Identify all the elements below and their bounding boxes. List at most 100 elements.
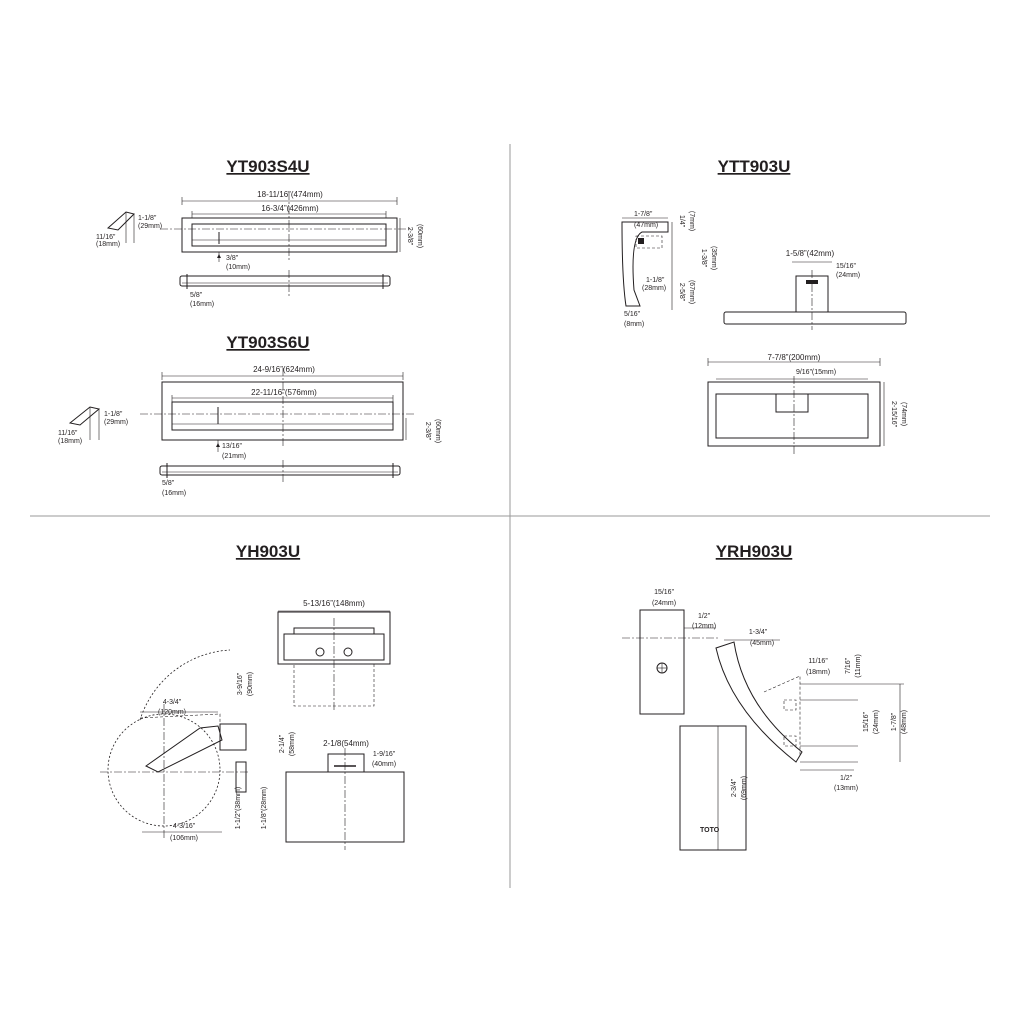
title-ytt903u: YTT903U — [718, 157, 791, 176]
dim-overall: 18-11/16”(474mm) — [257, 190, 323, 199]
dim-lip-mm: (29mm) — [104, 419, 128, 426]
dim-total-mm: (48mm) — [901, 710, 908, 734]
dim-mid-mm: (24mm) — [873, 710, 880, 734]
dim-offset-mm: (10mm) — [226, 264, 250, 271]
dim-base-in: 4-3/16” — [173, 823, 196, 830]
hook-profile — [715, 641, 803, 763]
dim-inner: 16-3/4”(426mm) — [261, 204, 319, 213]
dim-bar-mm: (16mm) — [162, 490, 186, 497]
dim-bar-mm: (16mm) — [190, 301, 214, 308]
dim-side-mm: (18mm) — [96, 241, 120, 248]
logo-toto: TOTO — [700, 827, 720, 834]
shelf-top-view — [179, 275, 391, 287]
shelf-top-view — [159, 465, 401, 476]
dim-overall: 24-9/16”(624mm) — [253, 365, 315, 374]
dim-lip-in: 1-1/8” — [138, 215, 157, 222]
dim-rise-in: 3-9/16” — [237, 672, 244, 695]
dim-neck-in: 15/16” — [836, 263, 857, 270]
dim-inner: 22-11/16”(576mm) — [251, 388, 317, 397]
dim-side-in: 11/16” — [58, 430, 78, 437]
dim-neck-mm: (24mm) — [836, 272, 860, 279]
dim-depth-in: 2-5/8” — [678, 283, 685, 302]
dim-mid-in: 15/16” — [863, 711, 870, 732]
hook-front-plate — [679, 725, 747, 851]
dim-ring-h-mm: (74mm) — [900, 402, 907, 426]
dim-height-in: 2-3/8” — [406, 227, 413, 246]
panel-yt903s4u: YT903S4U 18-11/16”(474mm) 16-3/4”(426mm)… — [96, 157, 423, 308]
dim-offset-in: 3/8” — [226, 255, 239, 262]
shelf-side-profile — [106, 211, 135, 231]
dim-lip-in: 1-1/8” — [104, 411, 123, 418]
title-yh903u: YH903U — [236, 542, 300, 561]
dim-base-mm: (8mm) — [624, 321, 644, 328]
dim-back-mm: (40mm) — [372, 761, 396, 768]
hook-side-plate — [639, 609, 685, 715]
holder-arm — [145, 725, 223, 773]
dim-back-width: 2-1/8(54mm) — [323, 739, 369, 748]
dim-drop-mm: (58mm) — [289, 732, 296, 756]
dim-side-mm: (18mm) — [58, 438, 82, 445]
towel-ring-top-bar — [723, 311, 907, 325]
dim-ring-h-in: 2-15/16” — [890, 401, 897, 428]
dim-top-mm: (11mm) — [855, 654, 862, 678]
towel-ring-side-view — [621, 221, 669, 307]
dim-top-mm: (7mm) — [688, 211, 695, 231]
dim-back-in: 1-9/16” — [373, 751, 396, 758]
title-yt903s6u: YT903S6U — [226, 333, 309, 352]
title-yt903s4u: YT903S4U — [226, 157, 309, 176]
dim-base-in: 5/16” — [624, 311, 641, 318]
dim-plate-in: 2-3/4” — [731, 778, 738, 797]
dim-arm-mm: (120mm) — [158, 709, 186, 716]
dim-arm-in: 4-3/4” — [163, 699, 182, 706]
paper-roll-outline — [107, 713, 221, 827]
dim-lip-mm: (29mm) — [138, 223, 162, 230]
dim-front-in: 15/16” — [654, 589, 675, 596]
dim-side-mm: (12mm) — [692, 623, 716, 630]
dim-tip-mm: (18mm) — [806, 669, 830, 676]
dim-top-in: 7/16” — [845, 657, 852, 674]
dim-low-mm: (13mm) — [834, 785, 858, 792]
dim-total-in: 1-7/8” — [891, 712, 898, 731]
dim-hook-mm: (45mm) — [750, 640, 774, 647]
dim-top-width: 5-13/16”(148mm) — [303, 599, 365, 608]
dim-height-mm: (60mm) — [434, 419, 441, 443]
dim-rise-mm: (90mm) — [247, 672, 254, 696]
dim-front-mm: (24mm) — [652, 600, 676, 607]
dim-base-mm: (106mm) — [170, 835, 198, 842]
dim-width-in: 1-7/8” — [634, 211, 653, 218]
dim-side-in: 1/2” — [698, 613, 711, 620]
dim-low-b: 1-1/8”(28mm) — [261, 787, 268, 829]
dim-height-in: 2-3/8” — [424, 422, 431, 441]
dim-hook-in: 1-3/4” — [749, 629, 768, 636]
shelf-front-view — [181, 217, 398, 253]
dim-top-in: 1/4” — [678, 215, 685, 228]
panel-yt903s6u: YT903S6U 24-9/16”(624mm) 22-11/16”(576mm… — [58, 333, 441, 497]
shelf-side-profile — [68, 406, 101, 426]
panel-yrh903u: YRH903U 15/16” (24mm) 1/2” (12mm) 1-3/4”… — [622, 542, 908, 851]
dim-flange: 1-5/8”(42mm) — [786, 249, 835, 258]
title-yrh903u: YRH903U — [716, 542, 793, 561]
panel-yh903u: YH903U 5-13/16”(148mm) 4-3/4” (120mm) 3-… — [100, 542, 405, 850]
dim-drop-in: 2-1/4” — [279, 734, 286, 753]
panel-ytt903u: YTT903U 1-7/8” (47mm) 1/4” (7mm) 1-3/8” … — [621, 157, 907, 454]
dim-ring: 7-7/8”(200mm) — [768, 353, 821, 362]
shelf-front-view — [161, 381, 404, 441]
dim-height-mm: (60mm) — [416, 224, 423, 248]
dim-low-in: 1/2” — [840, 775, 853, 782]
dim-width-mm: (47mm) — [634, 222, 658, 229]
dim-offset-mm: (21mm) — [222, 453, 246, 460]
dim-post-mm: (28mm) — [642, 285, 666, 292]
dim-low-a: 1-1/2”(38mm) — [235, 787, 242, 829]
dim-tip-in: 11/16” — [808, 658, 828, 665]
dim-mid-in: 1-3/8” — [700, 249, 707, 268]
dim-bar-in: 5/8” — [162, 480, 175, 487]
dim-offset-in: 13/16” — [222, 443, 243, 450]
holder-mount — [219, 723, 247, 751]
holder-swing-arc — [139, 649, 231, 721]
dim-bar-in: 5/8” — [190, 292, 203, 299]
dim-plate-mm: (69mm) — [741, 776, 748, 800]
dim-mid-mm: (35mm) — [710, 246, 717, 270]
dim-ring-in: 9/16”(15mm) — [796, 369, 836, 376]
dim-post-in: 1-1/8” — [646, 277, 665, 284]
